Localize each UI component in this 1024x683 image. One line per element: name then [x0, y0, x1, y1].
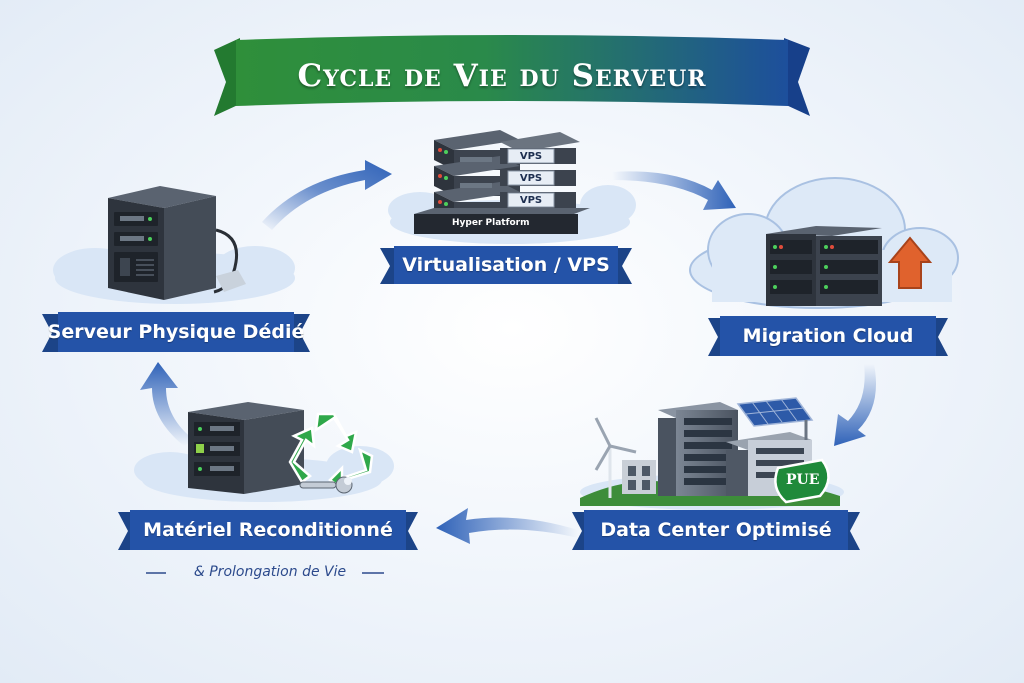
stage-label-refurbished: Matériel Reconditionné: [143, 519, 393, 541]
page-title: Cycle de Vie du Serveur: [297, 58, 707, 94]
cycle-arrow-cloud-to-datacenter: [834, 364, 876, 446]
vps-tag-1: VPS: [519, 150, 543, 162]
tower-server-icon: [108, 186, 246, 300]
pue-badge-icon: [774, 458, 830, 504]
stage-sublabel-refurbished: & Prolongation de Vie: [193, 564, 347, 580]
wind-turbine-icon: [594, 417, 637, 498]
stage-label-migration: Migration Cloud: [742, 325, 914, 347]
title-banner: [214, 35, 810, 116]
solar-panel-icon: [736, 397, 814, 440]
cycle-arrow-vps-to-cloud: [612, 171, 736, 210]
stage-label-datacenter: Data Center Optimisé: [600, 519, 832, 541]
vps-tag-3: VPS: [519, 194, 543, 206]
ribbon-refurbished: [118, 510, 418, 550]
hypervisor-label: Hyper Platform: [452, 218, 530, 228]
pue-badge-label: PUE: [786, 472, 820, 488]
ribbon-virtualisation: [380, 246, 632, 284]
cycle-arrow-datacenter-to-refurbished: [436, 508, 578, 544]
stage-label-physical: Serveur Physique Dédié: [47, 321, 305, 343]
ribbon-migration: [708, 316, 948, 356]
stage-label-virtualisation: Virtualisation / VPS: [402, 254, 610, 276]
wrench-icon: [299, 476, 353, 494]
cloud-server-rack-icon: [766, 226, 882, 306]
cycle-arrow-refurbished-to-physical: [140, 362, 194, 446]
ribbon-datacenter: [572, 510, 860, 550]
datacenter-building-icon: [622, 402, 812, 496]
ribbon-physical: [42, 312, 310, 352]
refurbished-server-icon: [188, 402, 304, 494]
virtualisation-server-stack-icon: [414, 130, 590, 234]
vps-tag-2: VPS: [519, 172, 543, 184]
cycle-arrow-physical-to-vps: [262, 160, 392, 230]
upload-arrow-icon: [887, 236, 933, 289]
